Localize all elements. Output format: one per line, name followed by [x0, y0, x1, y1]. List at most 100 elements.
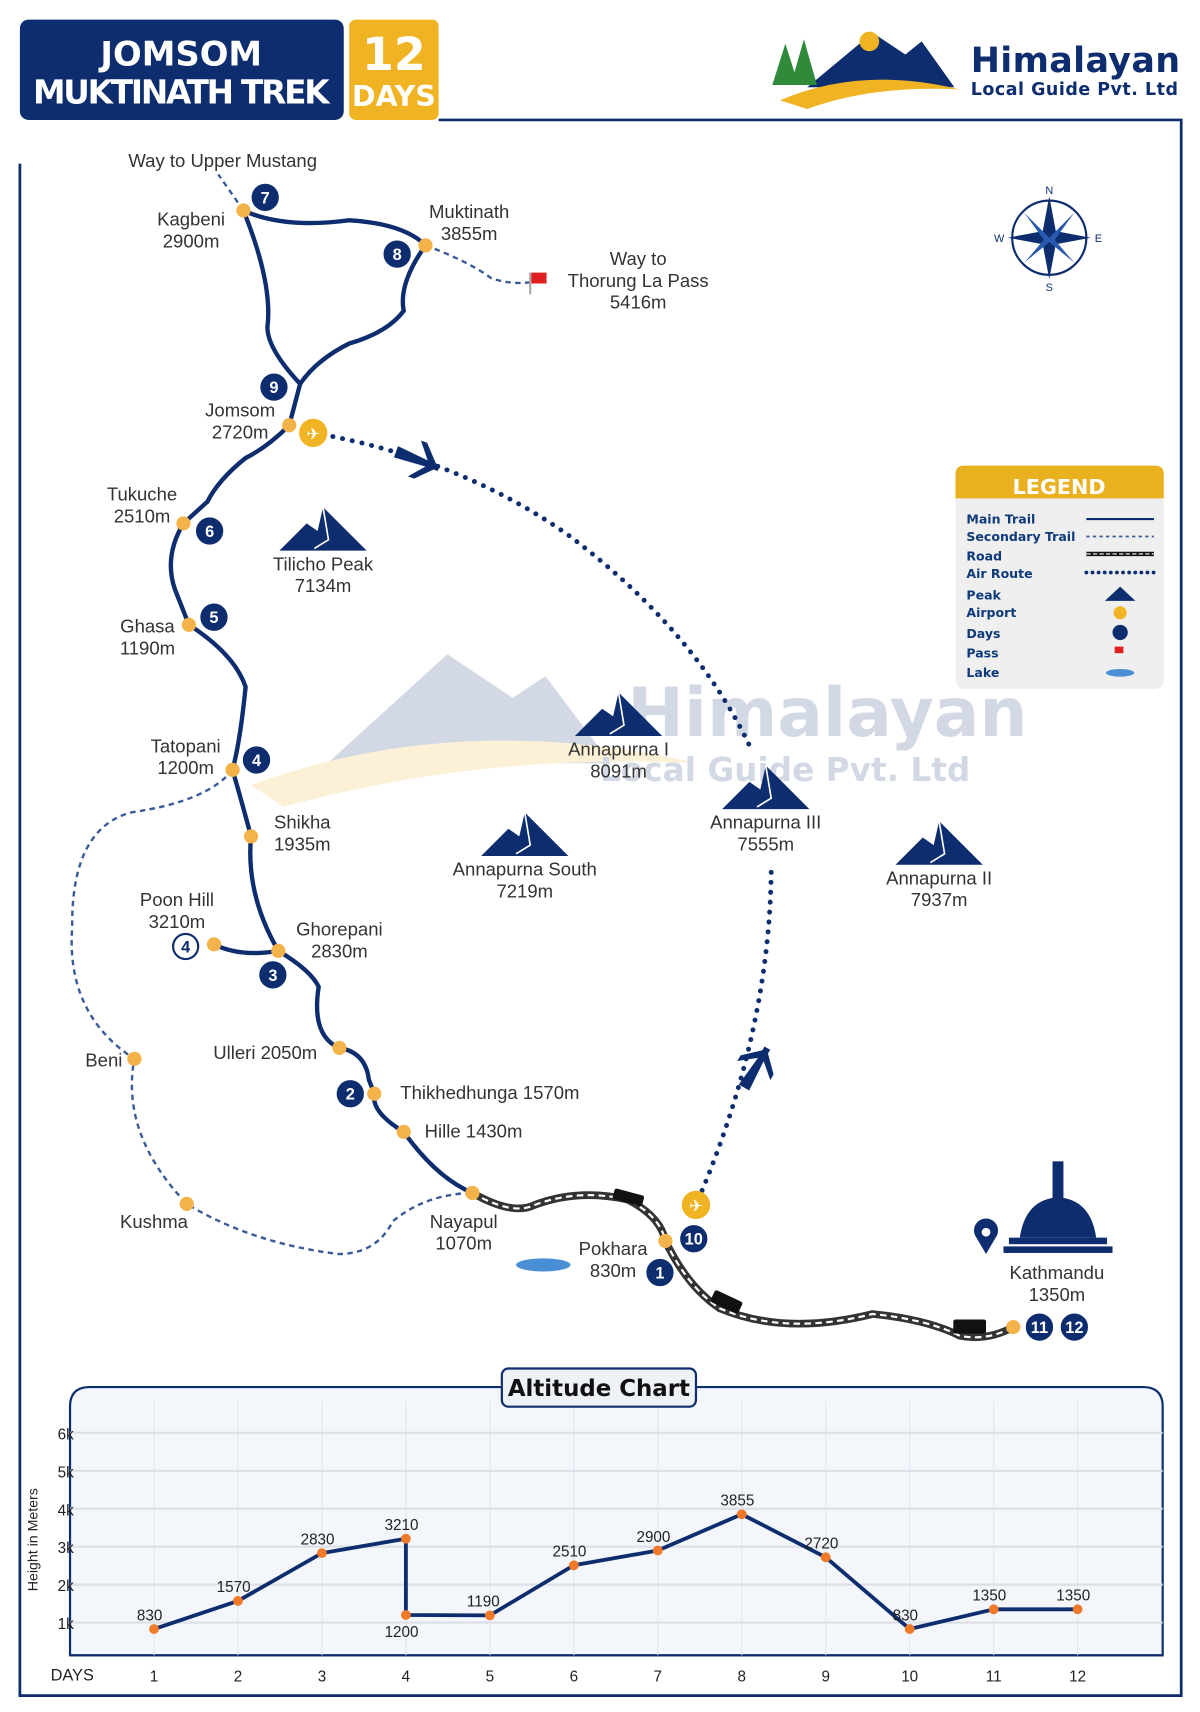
- place-point: [179, 1196, 194, 1211]
- day-marker: [200, 603, 228, 631]
- place-name: Hille 1430m: [425, 1120, 523, 1141]
- location-pin-icon: [974, 1218, 999, 1255]
- x-tick-label: 11: [986, 1668, 1002, 1685]
- place-name: Muktinath: [429, 201, 509, 222]
- svg-text:Local Guide Pvt. Ltd: Local Guide Pvt. Ltd: [600, 751, 970, 789]
- peak-icon: [722, 765, 810, 810]
- place-altitude: 1200m: [157, 757, 214, 778]
- day-marker: [259, 961, 287, 989]
- brand-name: Himalayan: [971, 41, 1180, 81]
- thorung-label-2: Thorung La Pass: [568, 270, 709, 291]
- place-altitude: 1070m: [435, 1233, 492, 1254]
- data-label: 1200: [385, 1624, 419, 1641]
- day-number: 1: [655, 1265, 664, 1283]
- y-tick-label: 5k: [58, 1464, 74, 1481]
- x-tick-label: 12: [1069, 1668, 1086, 1685]
- day-number: 5: [209, 609, 218, 627]
- peak-icon: [279, 507, 367, 551]
- chart-title: Altitude Chart: [508, 1376, 690, 1402]
- brand-logo: Himalayan Local Guide Pvt. Ltd: [772, 31, 1180, 110]
- thorung-label-1: Way to: [610, 248, 667, 269]
- x-tick-label: 8: [738, 1668, 746, 1685]
- day-marker: [172, 932, 200, 961]
- legend-item: Lake: [966, 665, 999, 680]
- place-altitude: 3855m: [441, 223, 498, 244]
- place-point: [236, 203, 251, 218]
- peak-snow: [313, 506, 330, 550]
- place-name: Kathmandu: [1010, 1262, 1105, 1283]
- lake-icon: [516, 1258, 571, 1272]
- data-label: 2510: [552, 1544, 586, 1561]
- day-marker: [680, 1225, 708, 1253]
- day-marker: [646, 1258, 674, 1287]
- place-name: Thikhedhunga 1570m: [400, 1082, 579, 1103]
- road: [470, 1189, 1016, 1342]
- legend-item: Secondary Trail: [966, 529, 1075, 544]
- peak-altitude: 7219m: [496, 880, 553, 901]
- place-altitude: 1190m: [120, 637, 175, 658]
- data-point: [149, 1624, 159, 1634]
- pass-flag-icon: [529, 272, 547, 295]
- title-line2: MUKTINATH TREK: [33, 74, 331, 112]
- peak-icon: [895, 821, 983, 865]
- peak-name: Annapurna II: [886, 867, 992, 888]
- x-tick-label: 3: [318, 1668, 326, 1685]
- place-name: Jomsom: [205, 400, 275, 421]
- day-marker: [1025, 1313, 1054, 1341]
- brand-subtitle: Local Guide Pvt. Ltd: [971, 80, 1178, 100]
- peak-icon: [574, 692, 663, 737]
- airport-icon: ✈: [299, 418, 328, 448]
- compass-s: S: [1046, 282, 1053, 294]
- legend-title: LEGEND: [1013, 475, 1106, 499]
- place-point: [181, 617, 196, 632]
- day-number: 3: [268, 967, 277, 985]
- place-name: Tukuche: [107, 484, 177, 505]
- title-badge: JOMSOM MUKTINATH TREK 12 DAYS: [19, 19, 439, 120]
- data-point: [652, 1545, 663, 1556]
- compass-e: E: [1095, 233, 1102, 245]
- place-point: [658, 1233, 673, 1249]
- chart-ylabel: Height in Meters: [25, 1488, 41, 1591]
- place-point: [225, 762, 240, 777]
- place-name: Poon Hill: [140, 889, 214, 910]
- day-marker: [1060, 1313, 1088, 1341]
- peak-name: Annapurna III: [710, 812, 821, 833]
- map-frame: [18, 118, 1183, 1698]
- peak-name: Tilicho Peak: [273, 553, 374, 574]
- days-label: DAYS: [352, 80, 436, 113]
- day-number: 4: [181, 939, 190, 957]
- legend-item: Road: [966, 548, 1002, 563]
- airplane-icon: [393, 440, 440, 479]
- x-tick-label: 2: [234, 1668, 242, 1685]
- place-altitude: 2510m: [114, 505, 171, 526]
- y-tick-label: 1k: [58, 1616, 74, 1633]
- place-name: Kagbeni: [157, 209, 225, 230]
- x-tick-label: 5: [486, 1668, 494, 1685]
- data-label: 1190: [467, 1594, 500, 1611]
- compass-w: W: [994, 233, 1005, 245]
- place-name: Ghasa: [120, 615, 175, 636]
- place-point: [127, 1051, 142, 1066]
- peak-snow: [609, 692, 625, 735]
- x-tick-label: 1: [150, 1668, 158, 1685]
- data-point: [233, 1596, 243, 1606]
- jeep-icon: [612, 1188, 645, 1207]
- air-route: [310, 430, 774, 1208]
- legend-item: Days: [966, 626, 1000, 641]
- day-number: 9: [269, 379, 278, 397]
- peak-snow: [756, 765, 773, 808]
- day-marker: [260, 373, 288, 401]
- data-label: 3855: [720, 1493, 754, 1510]
- compass-n: N: [1045, 185, 1053, 197]
- data-point: [820, 1552, 831, 1563]
- data-point: [317, 1548, 327, 1559]
- place-point: [367, 1086, 382, 1101]
- secondary-trails: [70, 173, 537, 1256]
- data-point: [400, 1533, 411, 1544]
- legend-item: Peak: [966, 588, 1001, 603]
- place-point: [396, 1124, 411, 1139]
- upper-mustang-label: Way to Upper Mustang: [128, 150, 317, 171]
- data-label: 1350: [972, 1588, 1006, 1605]
